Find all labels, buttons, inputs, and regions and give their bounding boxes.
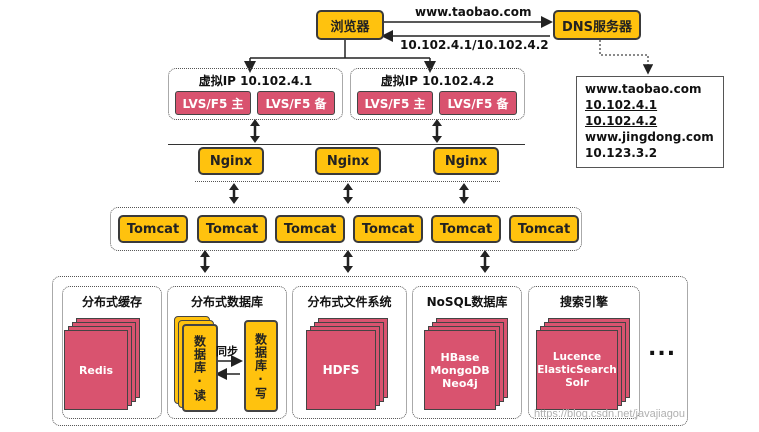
nosql-title: NoSQL数据库: [426, 295, 508, 309]
search-title: 搜索引擎: [559, 295, 608, 309]
nosql-item: HBase: [440, 350, 480, 364]
db-write-label: 数据库·写: [253, 332, 268, 400]
db-write-node: 数据库·写: [244, 320, 278, 412]
search-item: Solr: [565, 376, 589, 389]
tomcat-label: Tomcat: [126, 221, 180, 237]
dns-query-label: www.taobao.com: [415, 5, 532, 19]
search-panel: 搜索引擎: [528, 286, 640, 419]
more-ellipsis: ...: [648, 336, 677, 361]
nginx-label: Nginx: [326, 153, 370, 169]
dns-records-list: www.taobao.com 10.102.4.1 10.102.4.2 www…: [576, 76, 724, 168]
tomcat-node: Tomcat: [509, 215, 579, 243]
nosql-node: HBase MongoDB Neo4j: [424, 330, 496, 410]
nosql-panel: NoSQL数据库: [412, 286, 522, 419]
vip-group-2: 虚拟IP 10.102.4.2 LVS/F5 主 LVS/F5 备: [350, 68, 525, 120]
dns-record: 10.102.4.1: [585, 98, 658, 112]
filesystem-title: 分布式文件系统: [307, 295, 392, 309]
browser-label: 浏览器: [330, 19, 370, 35]
filesystem-panel: 分布式文件系统: [292, 286, 407, 419]
lvs-backup: LVS/F5 备: [439, 91, 517, 115]
database-title: 分布式数据库: [190, 295, 263, 309]
redis-label: Redis: [78, 363, 114, 377]
lvs-primary: LVS/F5 主: [357, 91, 433, 115]
tomcat-group: [110, 207, 582, 251]
dns-record: 10.102.4.2: [585, 114, 658, 128]
tomcat-node: Tomcat: [118, 215, 188, 243]
nosql-item: MongoDB: [430, 363, 490, 377]
nginx-node: Nginx: [315, 147, 381, 175]
db-sync-label: 同步: [216, 345, 238, 358]
tomcat-to-storage-arrows: [200, 250, 490, 273]
dns-server-node: DNS服务器: [553, 10, 641, 40]
search-item: ElasticSearch: [537, 363, 617, 376]
nosql-item: Neo4j: [442, 376, 478, 390]
cache-title: 分布式缓存: [81, 295, 142, 309]
lvs-to-nginx-arrows: [250, 119, 442, 143]
tomcat-node: Tomcat: [431, 215, 501, 243]
lvs-backup-label: LVS/F5 备: [265, 96, 327, 111]
nginx-label: Nginx: [444, 153, 488, 169]
tomcat-node: Tomcat: [353, 215, 423, 243]
vip-group-title: 虚拟IP 10.102.4.2: [380, 74, 495, 88]
db-sync-arrows: [215, 355, 243, 380]
tomcat-label: Tomcat: [283, 221, 337, 237]
tomcat-label: Tomcat: [205, 221, 259, 237]
dns-record: www.jingdong.com: [585, 130, 714, 144]
lvs-primary-label: LVS/F5 主: [182, 96, 244, 111]
vip-group-1: 虚拟IP 10.102.4.1 LVS/F5 主 LVS/F5 备: [168, 68, 343, 120]
lvs-backup: LVS/F5 备: [257, 91, 335, 115]
nginx-node: Nginx: [198, 147, 264, 175]
lvs-backup-label: LVS/F5 备: [447, 96, 509, 111]
cache-panel: 分布式缓存: [62, 286, 162, 419]
hdfs-node: HDFS: [306, 330, 376, 410]
vip-group-title: 虚拟IP 10.102.4.1: [198, 74, 313, 88]
tomcat-label: Tomcat: [517, 221, 571, 237]
search-item: Lucence: [552, 350, 602, 363]
database-panel: 分布式数据库: [167, 286, 287, 419]
nginx-label: Nginx: [209, 153, 253, 169]
nginx-to-tomcat-arrows: [229, 183, 469, 204]
nginx-bus-line: [195, 181, 500, 182]
db-read-node: 数据库·读: [182, 324, 218, 412]
search-node: Lucence ElasticSearch Solr: [536, 330, 618, 410]
lvs-primary: LVS/F5 主: [175, 91, 251, 115]
watermark: https://blog.csdn.net/javajiagou: [534, 408, 686, 420]
db-read-label: 数据库·读: [192, 334, 207, 402]
tomcat-node: Tomcat: [275, 215, 345, 243]
tomcat-node: Tomcat: [197, 215, 267, 243]
dns-record: www.taobao.com: [585, 82, 702, 96]
dns-records-arrow: [599, 40, 654, 75]
dns-server-label: DNS服务器: [561, 19, 633, 35]
storage-group: [52, 276, 688, 426]
lvs-primary-label: LVS/F5 主: [364, 96, 426, 111]
tomcat-label: Tomcat: [439, 221, 493, 237]
dns-record: 10.123.3.2: [585, 146, 658, 160]
lvs-bus-line: [168, 144, 525, 145]
dns-reply-label: 10.102.4.1/10.102.4.2: [400, 38, 549, 52]
redis-node: Redis: [64, 330, 128, 410]
browser-node: 浏览器: [316, 10, 384, 40]
hdfs-label: HDFS: [322, 362, 360, 377]
tomcat-label: Tomcat: [361, 221, 415, 237]
nginx-node: Nginx: [433, 147, 499, 175]
